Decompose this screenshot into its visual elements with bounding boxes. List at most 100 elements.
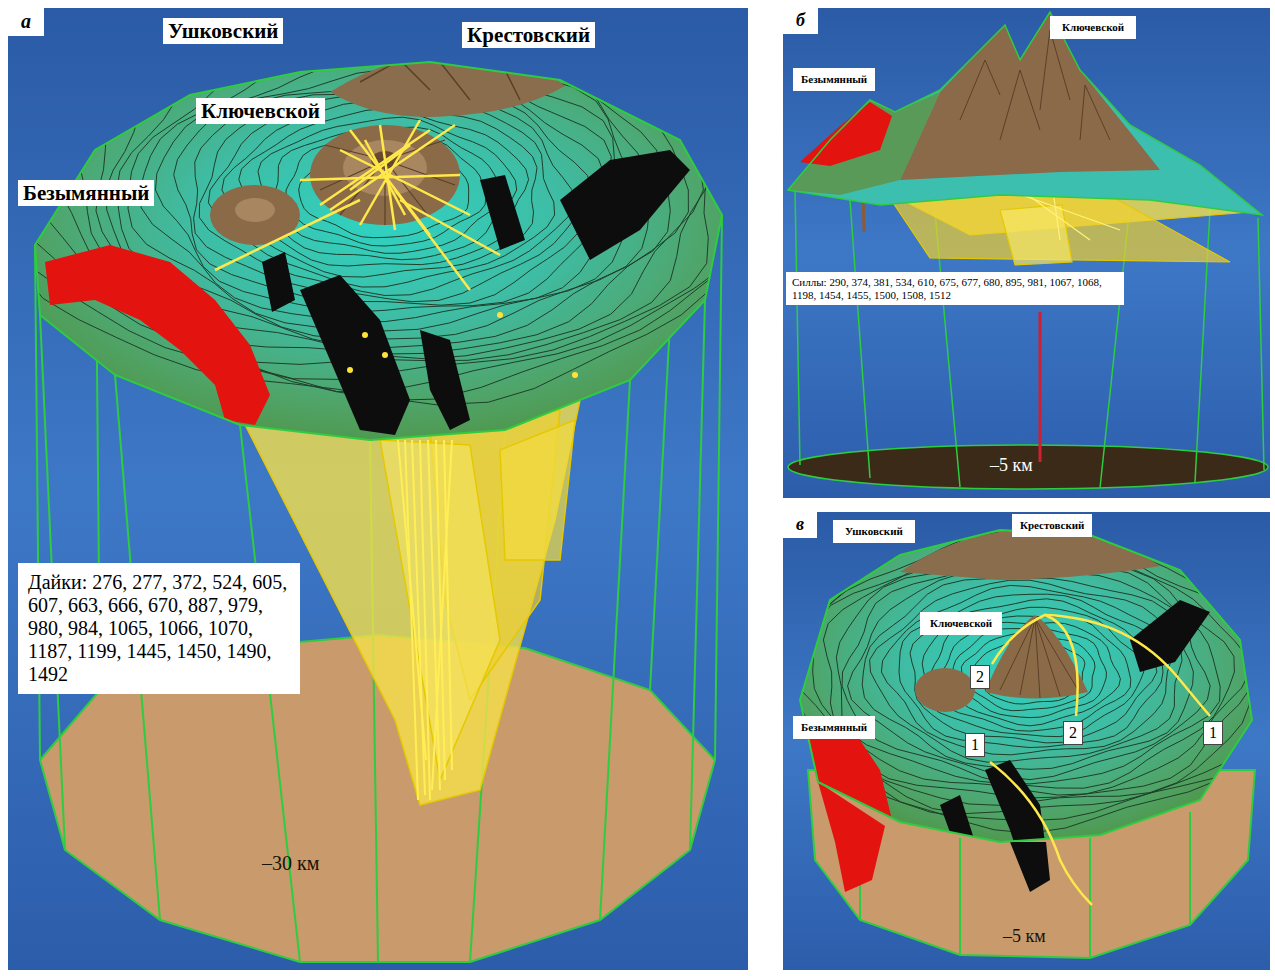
volcano-label: Ушковский (163, 18, 283, 44)
volcano-label: Ушковский (833, 520, 915, 543)
terrain-features-part-part (940, 795, 975, 846)
volcano-label: Безымянный (793, 68, 875, 91)
terrain-features-part (347, 312, 578, 378)
terrain-features-part-part (382, 352, 388, 358)
callout-number: 1 (1209, 724, 1217, 742)
panel-b-art-part (800, 102, 892, 166)
figure-panel: вУшковский КрестовскийКлючевскойБезымянны… (783, 512, 1270, 970)
list-box: Дайки: 276, 277, 372, 524, 605, 607, 663… (18, 563, 300, 694)
volcano-name: Безымянный (801, 73, 867, 86)
contour-lines-part (813, 542, 1253, 798)
volcano-name: Безымянный (23, 181, 149, 205)
volcano-label: Безымянный (793, 716, 875, 739)
terrain-features-part-part (350, 145, 410, 190)
panel-b-art-part (900, 12, 1160, 180)
panel-b-art-part (783, 8, 1270, 498)
volcano-name: Ушковский (168, 19, 278, 43)
profile-lines (990, 615, 1210, 905)
depth-label: –30 км (262, 852, 319, 875)
contour-lines-part (274, 127, 502, 253)
volcano-name: Ушковский (845, 525, 903, 538)
callout-box: 1 (965, 733, 985, 757)
panel-a-art-part-part (600, 380, 630, 920)
panel-a-art-part-part (380, 440, 500, 780)
panel-b-art (783, 8, 1270, 498)
terrain-features-part-part (480, 175, 525, 250)
panel-a-art (8, 0, 784, 970)
panel-c-art-part-part (959, 838, 961, 955)
panel-b-art-part (788, 12, 1262, 215)
terrain-features-part-part (1035, 618, 1060, 696)
terrain-features-part-part (560, 150, 690, 260)
terrain-features-part-part (572, 372, 578, 378)
volcano-name: Ключевской (201, 99, 320, 123)
terrain-features-part (940, 600, 1210, 892)
contour-lines-part (239, 109, 529, 266)
volcano-label: Ключевской (196, 98, 325, 124)
callout-box: 1 (1203, 721, 1223, 745)
volcano-label: Крестовский (462, 22, 595, 48)
volcano-label: Крестовский (1012, 514, 1092, 537)
terrain-features-part-part (320, 130, 430, 205)
terrain-features-part (45, 245, 270, 425)
terrain-features-part-part (400, 200, 500, 255)
contour-lines-part (862, 578, 1193, 769)
contour-lines-part (823, 546, 1249, 795)
contour-lines-part (899, 594, 1163, 747)
depth-label-box: –30 км (262, 852, 319, 875)
panel-a-art-part-part (500, 420, 575, 560)
terrain-features-part (215, 120, 500, 290)
callout-box: 2 (1063, 721, 1083, 745)
panel-a-art-part (8, 8, 748, 970)
panel-a-art-part-part (444, 440, 452, 770)
terrain-features-part-part (1035, 618, 1078, 690)
terrain-features (756, 522, 1275, 892)
volcano-name: Ключевской (1062, 21, 1124, 34)
profile-lines-part (992, 615, 1078, 716)
terrain-features-part-part (262, 252, 295, 312)
panel-a-art-part-part (405, 440, 418, 800)
panel-letter-box: в (783, 512, 817, 538)
panel-c-art-part-part (1089, 838, 1091, 958)
panel-b-art-part-part (1000, 205, 1072, 265)
volcano-label: Ключевской (1050, 16, 1136, 39)
panel-b-art-part-part (1258, 218, 1264, 470)
panel-a-art-part-part (432, 440, 452, 790)
callout-number: 1 (971, 736, 979, 754)
panel-a-art-part (398, 440, 452, 800)
contour-lines-part (836, 556, 1234, 788)
panel-letter: в (796, 514, 804, 535)
panel-letter: б (796, 10, 805, 31)
terrain-features-part-part (497, 312, 503, 318)
volcano-label: Ключевской (920, 612, 1002, 635)
terrain-features-part (262, 150, 690, 435)
contour-lines-part (208, 97, 554, 287)
callout-box: 2 (970, 665, 990, 689)
panel-b-art-part-part (795, 190, 800, 465)
contour-lines (16, 0, 784, 405)
profile-lines-part (990, 762, 1092, 905)
panel-letter-box: а (8, 8, 44, 36)
contour-lines-part (848, 572, 1211, 779)
contour-lines-part (17, 0, 784, 405)
panel-letter: а (21, 10, 31, 33)
panel-b-art-part-part (850, 200, 870, 478)
contour-lines-part (258, 117, 517, 260)
terrain-features-part-part (362, 332, 368, 338)
panel-a-art-part-part (436, 440, 445, 780)
panel-a-art-part-part (398, 440, 426, 760)
contour-lines-part (881, 585, 1173, 754)
terrain-features-part (235, 198, 275, 222)
profile-lines-part (1045, 615, 1210, 716)
terrain-features-part (800, 725, 892, 892)
terrain-features-part-part (1130, 600, 1210, 672)
figure-panel: бКлючевскойБезымянныйСиллы: 290, 374, 38… (783, 8, 1270, 498)
contour-lines-part (16, 0, 765, 400)
depth-label: –5 км (990, 455, 1033, 476)
panel-letter-box: б (783, 8, 818, 34)
list-box: Силлы: 290, 374, 381, 534, 610, 675, 677… (786, 272, 1124, 305)
terrain-features-part-part (365, 140, 405, 215)
panel-b-art-part (795, 190, 1264, 488)
